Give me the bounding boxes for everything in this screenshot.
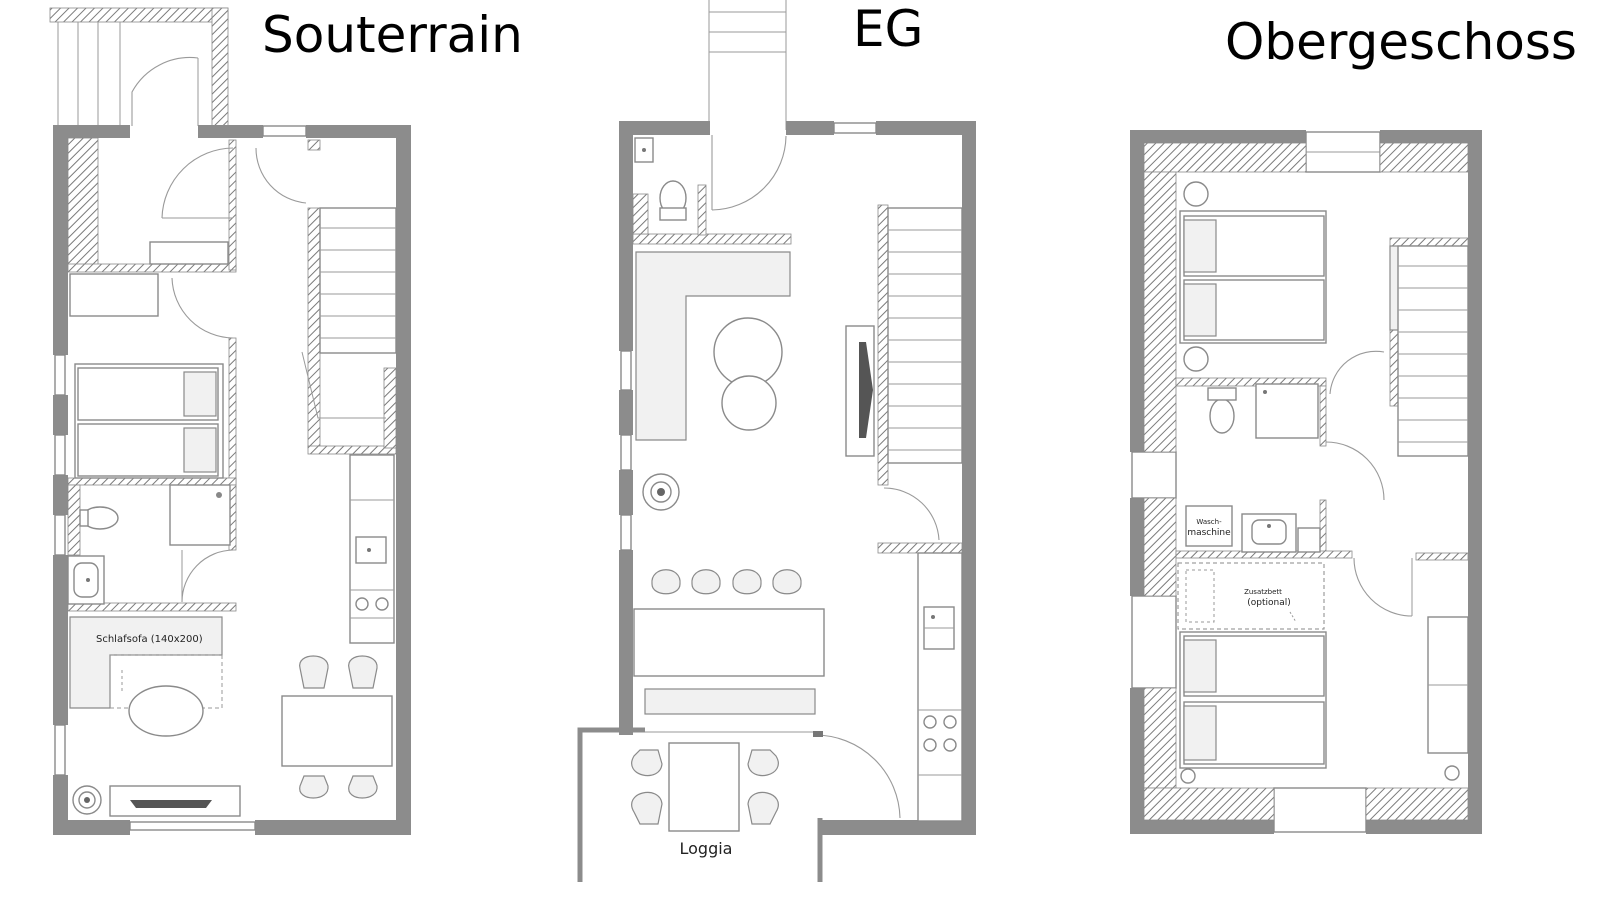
og-bedroom-1 bbox=[1179, 181, 1327, 372]
eg-wc bbox=[634, 137, 687, 221]
souterrain-entrance-stairs bbox=[49, 7, 229, 128]
souterrain-walls bbox=[53, 125, 411, 835]
eg-title: EG bbox=[853, 0, 924, 58]
extra-bed: Zusatzbett (optional) bbox=[1177, 562, 1325, 630]
washing-machine-label-1: Wasch- bbox=[1196, 518, 1222, 526]
eg-kitchen-counter bbox=[917, 552, 963, 822]
toilet bbox=[79, 506, 119, 530]
sink bbox=[67, 555, 105, 605]
washing-machine: Wasch- maschine bbox=[1185, 505, 1233, 547]
coffee-table bbox=[128, 685, 204, 737]
shelf bbox=[149, 241, 229, 265]
bar-stools bbox=[651, 569, 802, 595]
souterrain-furniture: Schlafsofa (140x200) bbox=[67, 241, 395, 817]
corner-sofa bbox=[635, 251, 791, 441]
eg-entrance-path bbox=[708, 0, 787, 211]
extra-bed-label-2: (optional) bbox=[1247, 598, 1291, 608]
sofa-bed-label: Schlafsofa (140x200) bbox=[96, 634, 203, 645]
loggia-door bbox=[814, 734, 901, 819]
eg-interior-walls bbox=[632, 184, 963, 554]
tv bbox=[109, 785, 241, 817]
eg-walls bbox=[619, 121, 976, 835]
eg-furniture bbox=[633, 251, 963, 822]
souterrain-plan: Schlafsofa (140x200) bbox=[49, 7, 411, 835]
souterrain-interior-walls bbox=[67, 137, 397, 612]
wardrobe bbox=[69, 273, 159, 317]
og-walls bbox=[1130, 130, 1482, 834]
souterrain-doors bbox=[161, 147, 307, 603]
eg-staircase bbox=[887, 207, 963, 464]
obergeschoss-title: Obergeschoss bbox=[1225, 13, 1577, 71]
washing-machine-label-2: maschine bbox=[1187, 528, 1231, 538]
kitchen-island bbox=[633, 608, 825, 677]
double-bed bbox=[74, 363, 224, 479]
og-bathroom: Wasch- maschine bbox=[1185, 383, 1385, 553]
stove bbox=[642, 473, 680, 511]
stove bbox=[72, 785, 102, 815]
dining-set bbox=[281, 655, 393, 799]
kitchen-counter bbox=[349, 454, 395, 644]
obergeschoss-plan: Wasch- maschine Zusatzbett (optional) bbox=[1130, 130, 1482, 834]
loggia: Loggia bbox=[577, 727, 823, 882]
souterrain-title: Souterrain bbox=[262, 6, 523, 64]
og-sloped-roof-zones bbox=[1143, 142, 1469, 821]
counter bbox=[644, 688, 816, 715]
loggia-label: Loggia bbox=[680, 839, 733, 858]
side-table bbox=[721, 375, 777, 431]
og-bedroom-2: Zusatzbett (optional) bbox=[1177, 557, 1469, 784]
eg-plan: Loggia bbox=[577, 0, 976, 882]
extra-bed-label-1: Zusatzbett bbox=[1244, 588, 1282, 596]
souterrain-staircase bbox=[301, 207, 397, 419]
og-staircase bbox=[1329, 245, 1469, 457]
shower bbox=[169, 484, 231, 546]
tv-cabinet bbox=[845, 325, 875, 457]
